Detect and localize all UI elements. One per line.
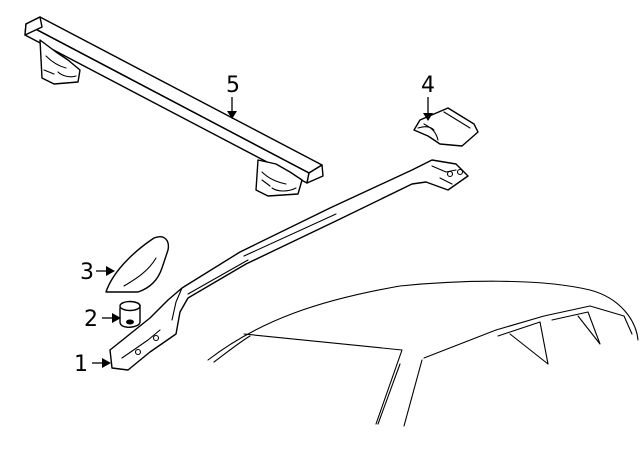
cross-bar-part-5 <box>24 16 324 197</box>
callout-2: 2 <box>84 307 98 332</box>
vehicle-roof-outline <box>207 280 639 427</box>
end-cap-part-3 <box>105 236 170 293</box>
callout-3: 3 <box>80 260 94 285</box>
spacer-part-2 <box>119 300 141 328</box>
side-rail-part-1 <box>109 159 469 371</box>
callout-1: 1 <box>74 352 88 377</box>
leader-line-5 <box>227 97 237 119</box>
leader-line-3 <box>96 266 115 276</box>
leader-line-4 <box>423 97 433 121</box>
leader-line-2 <box>102 313 121 323</box>
callout-5: 5 <box>226 73 240 98</box>
leader-line-1 <box>92 358 111 368</box>
callout-4: 4 <box>421 73 435 98</box>
